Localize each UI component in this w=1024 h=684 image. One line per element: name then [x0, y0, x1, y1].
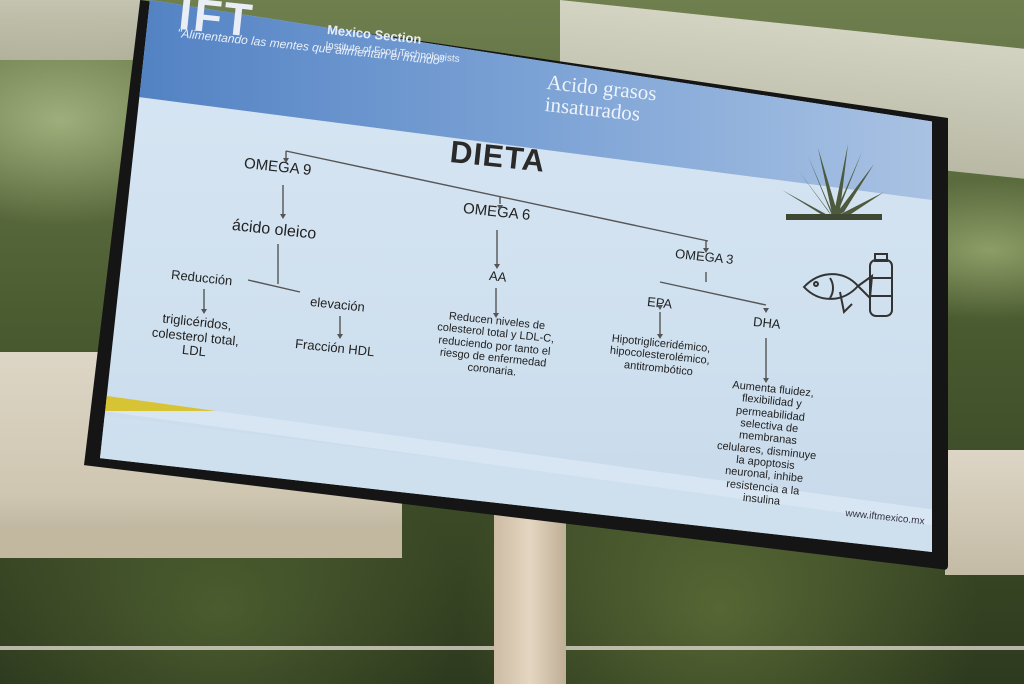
bottle-icon [869, 253, 893, 317]
ceiling-left [0, 0, 140, 60]
dha-result: Aumenta fluidez, flexibilidad y permeabi… [716, 379, 817, 508]
fish-icon [802, 253, 893, 317]
awning-edge [0, 528, 402, 558]
awning-right [945, 450, 1024, 575]
epa-label: EPA [646, 294, 673, 312]
mount-pole [494, 505, 566, 684]
aa-label: AA [488, 268, 508, 285]
agave-plant-icon [782, 144, 884, 220]
dha-label: DHA [752, 314, 782, 332]
